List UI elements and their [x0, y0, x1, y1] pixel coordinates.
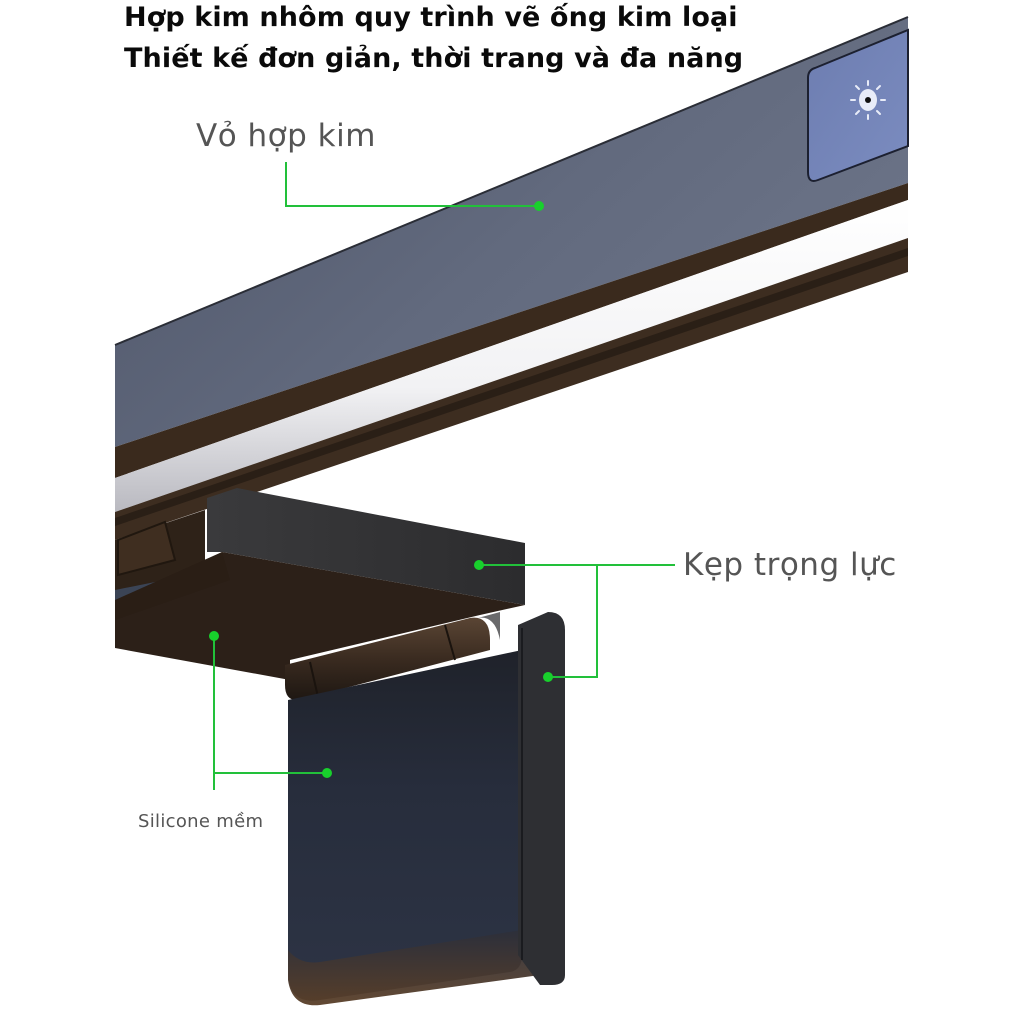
callout-label-alloy-shell: Vỏ hợp kim	[196, 118, 376, 154]
clamp-top-callout-dot	[474, 560, 484, 570]
callout-label-gravity-clamp: Kẹp trọng lực	[683, 547, 897, 583]
shell-callout-dot	[534, 201, 544, 211]
silicone-pad-callout-dot	[322, 768, 332, 778]
headline-line-1: Hợp kim nhôm quy trình vẽ ống kim loại	[124, 2, 738, 33]
gravity-clamp-top-block	[207, 488, 525, 605]
alloy-shell-top-face	[115, 17, 908, 447]
brightness-sun-icon[interactable]	[850, 80, 886, 120]
silicone-top-callout-dot	[209, 631, 219, 641]
clamp-side-callout-dot	[543, 672, 553, 682]
silicone-pad-plate	[288, 650, 522, 1001]
callout-lines	[213, 162, 675, 790]
led-light-strip	[115, 200, 908, 512]
bar-upper-trim	[115, 183, 908, 478]
touch-control-panel[interactable]	[807, 28, 909, 182]
callout-label-soft-silicone: Silicone mềm	[138, 811, 264, 832]
headline-line-2: Thiết kế đơn giản, thời trang và đa năng	[124, 43, 744, 74]
callout-dots	[209, 201, 553, 778]
clamp-hinge	[285, 612, 500, 701]
gravity-clamp-side-block	[518, 612, 565, 985]
